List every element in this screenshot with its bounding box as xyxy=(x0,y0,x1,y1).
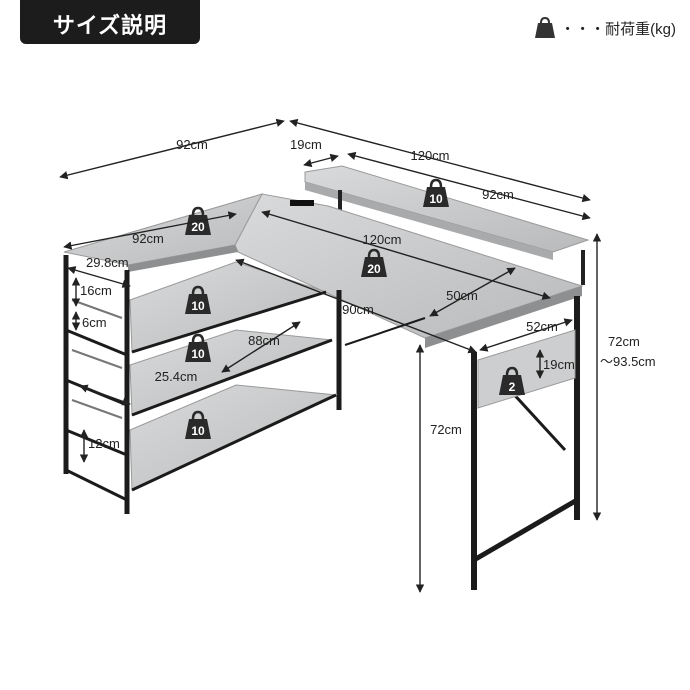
weight-hook: 2 xyxy=(498,366,526,396)
dim-shelf-width: 88cm xyxy=(248,333,280,348)
dim-main-desk-width: 120cm xyxy=(362,232,401,247)
weight-value: 20 xyxy=(367,262,381,276)
dim-hook-width: 52cm xyxy=(526,319,558,334)
dim-top-shelf-width-total: 120cm xyxy=(410,148,449,163)
weight-top-shelf: 10 xyxy=(422,178,450,208)
dim-left-desk-width: 92cm xyxy=(132,231,164,246)
dim-side-depth: 29.8cm xyxy=(86,255,129,270)
dim-total-width-left: 92cm xyxy=(176,137,208,152)
weight-value: 10 xyxy=(191,299,205,313)
page-title: サイズ説明 xyxy=(52,13,168,38)
header-badge: サイズ説明 xyxy=(20,0,200,44)
weight-value: 10 xyxy=(429,192,443,206)
dim-top-shelf-depth: 19cm xyxy=(290,137,322,152)
weight-legend: ・・・耐荷重(kg) xyxy=(534,14,676,42)
dim-height-range-b: ～93.5cm xyxy=(600,354,656,369)
weight-icon xyxy=(535,16,556,38)
dim-hook-height: 19cm xyxy=(543,357,575,372)
dim-shelf-gap-a: 16cm xyxy=(80,283,112,298)
dim-leg-height: 72cm xyxy=(430,422,462,437)
dim-shelf-gap-b: 6cm xyxy=(82,315,107,330)
dim-bottom-clearance: 12cm xyxy=(88,436,120,451)
weight-value: 10 xyxy=(191,347,205,361)
weight-value: 2 xyxy=(509,380,516,394)
weight-shelf-2: 10 xyxy=(184,333,212,363)
dim-main-depth: 50cm xyxy=(446,288,478,303)
weight-value: 10 xyxy=(191,424,205,438)
weight-shelf-3: 10 xyxy=(184,410,212,440)
dim-height-range-a: 72cm xyxy=(608,334,640,349)
dim-top-shelf-width-main: 92cm xyxy=(482,187,514,202)
weight-shelf-1: 10 xyxy=(184,285,212,315)
dim-shelf-depth: 25.4cm xyxy=(155,369,198,384)
dimension-lines xyxy=(59,118,602,593)
legend-label: ・・・耐荷重(kg) xyxy=(560,20,676,38)
dim-left-desk-depth: 90cm xyxy=(342,302,374,317)
